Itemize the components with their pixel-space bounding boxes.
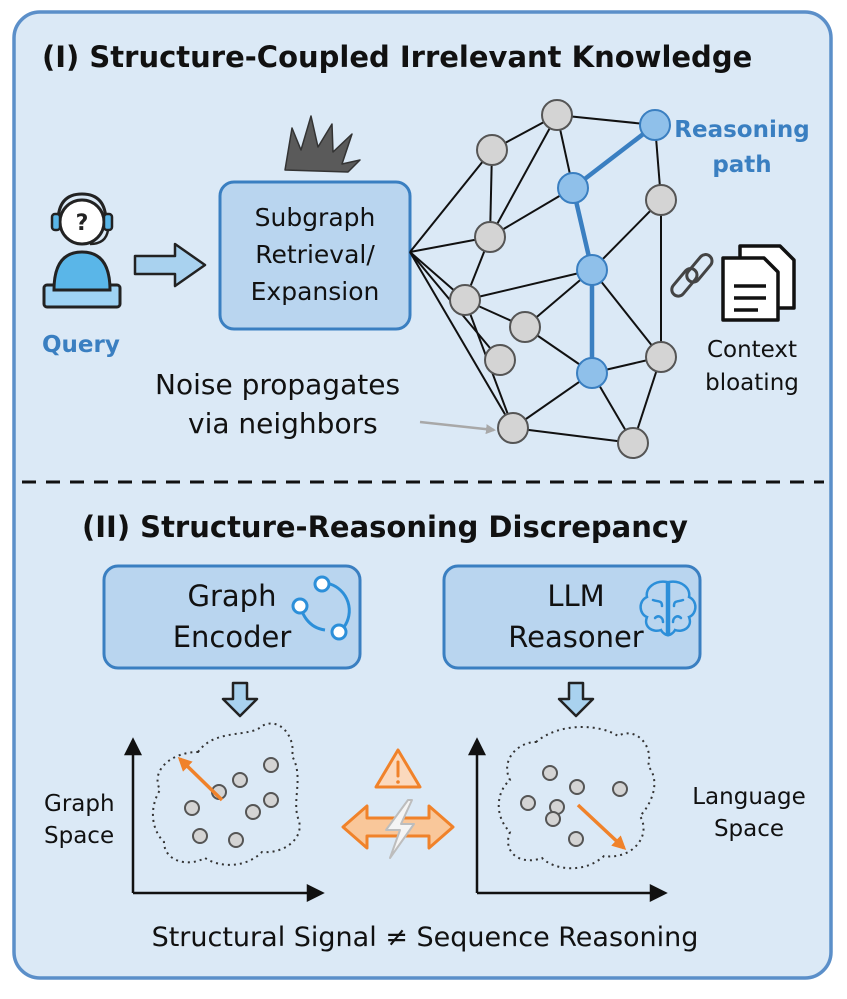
embedding-point <box>568 831 584 847</box>
retrieval-line1: Subgraph <box>255 203 376 232</box>
embedding-point <box>263 757 279 773</box>
embedding-point <box>520 795 536 811</box>
path-node <box>576 357 608 389</box>
graph-encoder-box <box>102 564 362 670</box>
graph-node <box>541 99 573 131</box>
down-arrow-right <box>557 681 595 718</box>
embedding-point <box>245 804 261 820</box>
support-agent-icon: ? <box>42 192 122 309</box>
path-node <box>639 109 671 141</box>
graph-space-label-2: Space <box>44 823 114 849</box>
graph-encoder-line1: Graph <box>188 579 277 613</box>
graph-space-axes <box>123 737 325 903</box>
knowledge-graph-nodes <box>449 99 677 459</box>
retrieval-line3: Expansion <box>251 277 380 306</box>
query-label: Query <box>42 332 120 358</box>
graph-node <box>484 344 516 376</box>
graph-node <box>474 221 506 253</box>
llm-reasoner-line1: LLM <box>547 579 604 613</box>
noise-label-2: via neighbors <box>188 407 378 440</box>
noise-arrow <box>419 420 496 435</box>
language-space-axes <box>467 737 668 903</box>
lightning-bolt-icon <box>385 799 415 859</box>
language-space-label-2: Space <box>714 816 784 842</box>
warning-triangle-icon <box>374 748 422 789</box>
graph-node <box>449 284 481 316</box>
graph-node <box>617 427 649 459</box>
context-label-2: bloating <box>705 370 799 396</box>
graph-node <box>509 311 541 343</box>
graph-node <box>497 412 529 444</box>
noise-label-1: Noise propagates <box>155 368 400 401</box>
path-node <box>576 254 608 286</box>
graph-space-label-1: Graph <box>44 791 115 817</box>
svg-text:?: ? <box>76 211 89 236</box>
documents-icon <box>721 244 796 322</box>
embedding-point <box>184 800 200 816</box>
language-space-label-1: Language <box>692 784 806 810</box>
section2-title: (II) Structure-Reasoning Discrepancy <box>82 510 688 544</box>
embedding-point <box>542 765 558 781</box>
embedding-point <box>545 811 561 827</box>
path-node <box>557 172 589 204</box>
outer-panel <box>12 10 833 980</box>
graph-network-icon <box>291 575 351 641</box>
down-arrow-left <box>221 681 259 718</box>
graph-node <box>645 341 677 373</box>
language-space-points <box>520 765 628 847</box>
brain-icon <box>639 580 697 637</box>
embedding-point <box>569 779 585 795</box>
graph-space-drift-arrow <box>177 756 224 802</box>
graph-space-cloud <box>152 722 301 866</box>
embedding-point <box>263 792 279 808</box>
llm-reasoner-box <box>442 564 702 670</box>
llm-reasoner-line2: Reasoner <box>508 620 644 654</box>
query-arrow <box>133 242 207 288</box>
reasoning-path-label-2: path <box>712 152 771 178</box>
graph-encoder-line2: Encoder <box>173 620 292 654</box>
chain-link-icon <box>670 253 714 298</box>
language-space-cloud <box>497 726 656 870</box>
section1-title: (I) Structure-Coupled Irrelevant Knowled… <box>42 40 752 74</box>
embedding-point <box>612 781 628 797</box>
retrieval-line2: Retrieval/ <box>255 240 375 269</box>
context-label-1: Context <box>707 337 797 363</box>
explosion-burst-icon <box>284 115 361 173</box>
language-space-drift-arrow <box>576 803 627 851</box>
graph-node <box>476 134 508 166</box>
discrepancy-caption: Structural Signal ≠ Sequence Reasoning <box>152 922 699 953</box>
graph-node <box>645 184 677 216</box>
embedding-point <box>232 772 248 788</box>
embedding-point <box>192 828 208 844</box>
subgraph-retrieval-box <box>218 180 412 331</box>
embedding-point <box>228 832 244 848</box>
reasoning-path-label-1: Reasoning <box>674 117 809 143</box>
